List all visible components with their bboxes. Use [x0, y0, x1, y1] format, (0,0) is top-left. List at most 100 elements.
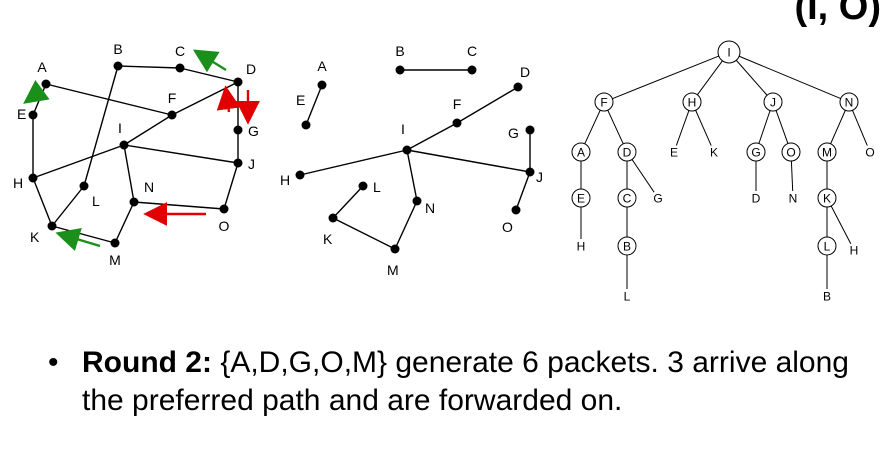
original-node: [129, 197, 139, 207]
tree-node-circle: [781, 142, 801, 162]
original-edge: [32, 83, 47, 116]
pruned-node: [317, 80, 327, 90]
tree-edge: [790, 160, 794, 192]
original-edge: [223, 162, 239, 210]
original-node: [119, 140, 129, 150]
pruned-node-label: K: [323, 231, 333, 247]
original-node-label: B: [113, 41, 122, 57]
pruned-node: [467, 65, 477, 75]
original-node-label: M: [109, 252, 121, 268]
original-edge: [114, 201, 135, 244]
bullet-dot: •: [48, 346, 59, 379]
tree-node-label: O: [865, 146, 874, 160]
tree-edge: [735, 59, 768, 96]
original-edge: [179, 67, 239, 83]
pruned-node: [511, 205, 521, 215]
original-node: [28, 173, 38, 183]
pruned-node: [452, 118, 462, 128]
pruned-node-label: C: [467, 43, 477, 59]
tree-node-circle: [817, 188, 837, 208]
pruned-node-label: I: [401, 121, 405, 137]
tree-node-label: D: [752, 192, 761, 206]
tree-node-circle: [763, 92, 783, 112]
pruned-node-label: O: [502, 219, 513, 235]
pruned-edge: [406, 149, 418, 202]
tree-node-label: G: [653, 192, 662, 206]
bullet-point: • Round 2: {A,D,G,O,M} generate 6 packet…: [48, 344, 868, 420]
tree-node-label: K: [823, 192, 831, 206]
tree-edge: [758, 110, 771, 144]
tree-node-label: M: [822, 146, 832, 160]
tree-node-circle: [682, 92, 702, 112]
original-edge: [32, 144, 125, 179]
pruned-node: [358, 181, 368, 191]
tree-node-circle: [817, 142, 837, 162]
tree-edge: [584, 109, 601, 145]
pruned-node: [412, 196, 422, 206]
tree-node-label: N: [789, 192, 798, 206]
tree-edge: [675, 110, 690, 146]
pruned-edge: [406, 122, 458, 151]
bullet-body: {A,D,G,O,M} generate 6 packets. 3 arrive…: [82, 346, 849, 417]
pruned-edge: [299, 149, 408, 176]
original-edge: [123, 144, 239, 164]
original-node: [110, 238, 120, 248]
tree-node-label: L: [624, 290, 631, 304]
pruned-node-label: L: [373, 179, 381, 195]
original-node-label: D: [246, 61, 256, 77]
original-edge: [32, 177, 53, 227]
tree-node-circle: [571, 142, 591, 162]
original-node: [219, 204, 229, 214]
tree-node-circle: [817, 236, 837, 256]
pruned-node: [402, 145, 412, 155]
bullet-label: Round 2:: [82, 346, 212, 379]
tree-node-label: B: [623, 240, 631, 254]
pruned-node-label: F: [453, 96, 462, 112]
original-node-label: J: [248, 156, 255, 172]
packet-arrow: [23, 79, 50, 104]
original-node-label: K: [30, 229, 40, 245]
pruned-node-label: J: [536, 169, 543, 185]
original-node-label: F: [168, 90, 177, 106]
packet-arrow: [216, 85, 241, 113]
tree-node-label: A: [577, 146, 585, 160]
packet-arrow: [192, 49, 227, 73]
original-edge: [83, 65, 119, 187]
pruned-edge: [332, 185, 364, 219]
tree-edge: [852, 110, 868, 146]
original-node-label: L: [92, 193, 100, 209]
tree-node-label: D: [623, 146, 632, 160]
pruned-edge: [406, 149, 531, 173]
tree-node-label: L: [824, 240, 831, 254]
pruned-node: [525, 167, 535, 177]
pruned-edge: [456, 86, 519, 124]
tree-node-label: N: [845, 96, 854, 110]
original-node-label: O: [219, 218, 230, 234]
pruned-node-label: G: [508, 125, 519, 141]
tree-edge: [612, 55, 719, 100]
original-node-label: A: [37, 59, 47, 75]
pruned-node: [295, 170, 305, 180]
tree-node-circle: [617, 142, 637, 162]
pruned-edge: [332, 217, 396, 250]
tree-edge: [738, 55, 841, 99]
original-node: [47, 221, 57, 231]
tree-node-circle: [617, 188, 637, 208]
tree-node-circle: [571, 188, 591, 208]
tree-edge: [631, 159, 655, 193]
original-node-label: C: [175, 43, 185, 59]
tree-edge: [695, 110, 712, 146]
tree-node-label: O: [786, 146, 795, 160]
tree-node-label: H: [577, 240, 586, 254]
original-edge: [123, 144, 135, 203]
original-node: [28, 110, 38, 120]
original-node: [167, 110, 177, 120]
pruned-edge: [305, 84, 323, 126]
tree-edge: [696, 60, 723, 96]
original-node-label: I: [118, 120, 122, 136]
original-edge: [123, 114, 173, 146]
